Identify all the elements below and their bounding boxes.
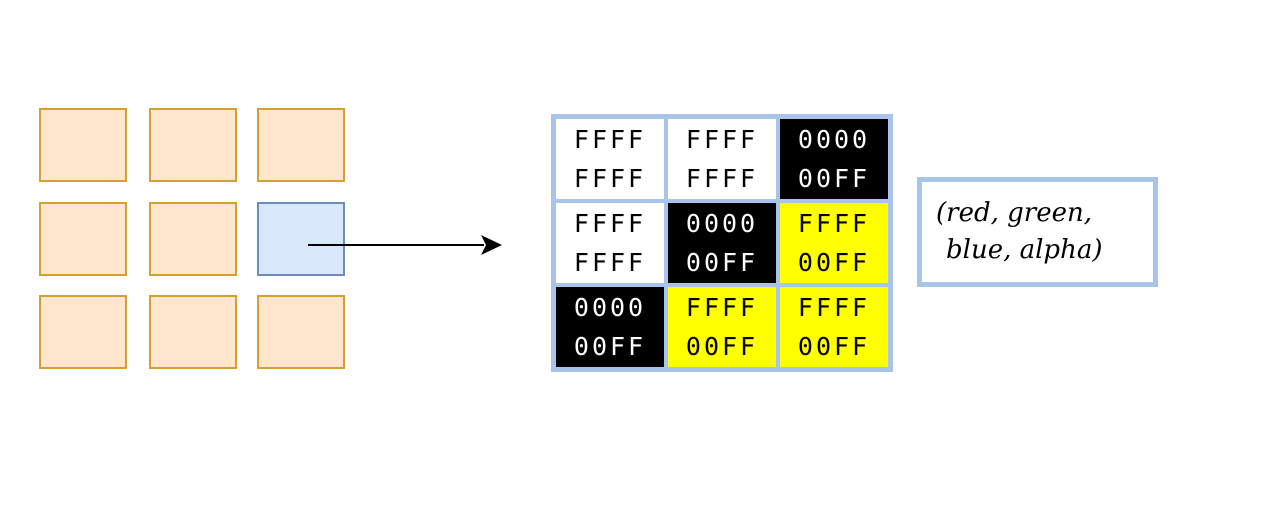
legend-line-1: (red, green, xyxy=(936,198,1092,228)
pixel-value-bottom: FFFF xyxy=(685,164,759,193)
pixel-cell: FFFF FFFF xyxy=(554,117,666,201)
pixel-value-bottom: FFFF xyxy=(573,164,647,193)
pixel-value-top: FFFF xyxy=(573,209,647,238)
image-cell xyxy=(257,108,345,182)
pixel-cell: FFFF FFFF xyxy=(666,117,778,201)
channel-legend-box: (red, green, blue, alpha) xyxy=(917,177,1158,287)
pixel-cell: 0000 00FF xyxy=(554,285,666,369)
image-cell xyxy=(39,202,127,276)
pixel-value-bottom: 00FF xyxy=(573,332,647,361)
pixel-value-bottom: 00FF xyxy=(685,248,759,277)
pixel-value-grid: FFFF FFFF FFFF FFFF 0000 00FF FFFF FFFF … xyxy=(551,114,893,372)
pixel-value-top: FFFF xyxy=(685,293,759,322)
image-cell xyxy=(149,202,237,276)
pixel-value-top: 0000 xyxy=(797,125,871,154)
pixel-value-bottom: 00FF xyxy=(797,332,871,361)
pixel-value-top: FFFF xyxy=(797,293,871,322)
pixel-value-top: FFFF xyxy=(797,209,871,238)
image-cell-highlighted xyxy=(257,202,345,276)
pixel-value-top: FFFF xyxy=(685,125,759,154)
image-cell xyxy=(39,295,127,369)
pixel-cell: FFFF 00FF xyxy=(666,285,778,369)
pixel-cell: FFFF 00FF xyxy=(778,285,890,369)
image-cell xyxy=(257,295,345,369)
image-cell xyxy=(149,108,237,182)
legend-line-2: blue, alpha) xyxy=(946,235,1103,265)
pixel-value-bottom: 00FF xyxy=(797,248,871,277)
image-cell xyxy=(39,108,127,182)
image-cell xyxy=(149,295,237,369)
pixel-cell: FFFF FFFF xyxy=(554,201,666,285)
pixel-value-top: 0000 xyxy=(685,209,759,238)
pixel-value-bottom: 00FF xyxy=(685,332,759,361)
pixel-cell: 0000 00FF xyxy=(666,201,778,285)
pixel-value-top: FFFF xyxy=(573,125,647,154)
pixel-value-bottom: FFFF xyxy=(573,248,647,277)
pixel-value-bottom: 00FF xyxy=(797,164,871,193)
pixel-cell: FFFF 00FF xyxy=(778,201,890,285)
pixel-cell: 0000 00FF xyxy=(778,117,890,201)
pixel-value-top: 0000 xyxy=(573,293,647,322)
